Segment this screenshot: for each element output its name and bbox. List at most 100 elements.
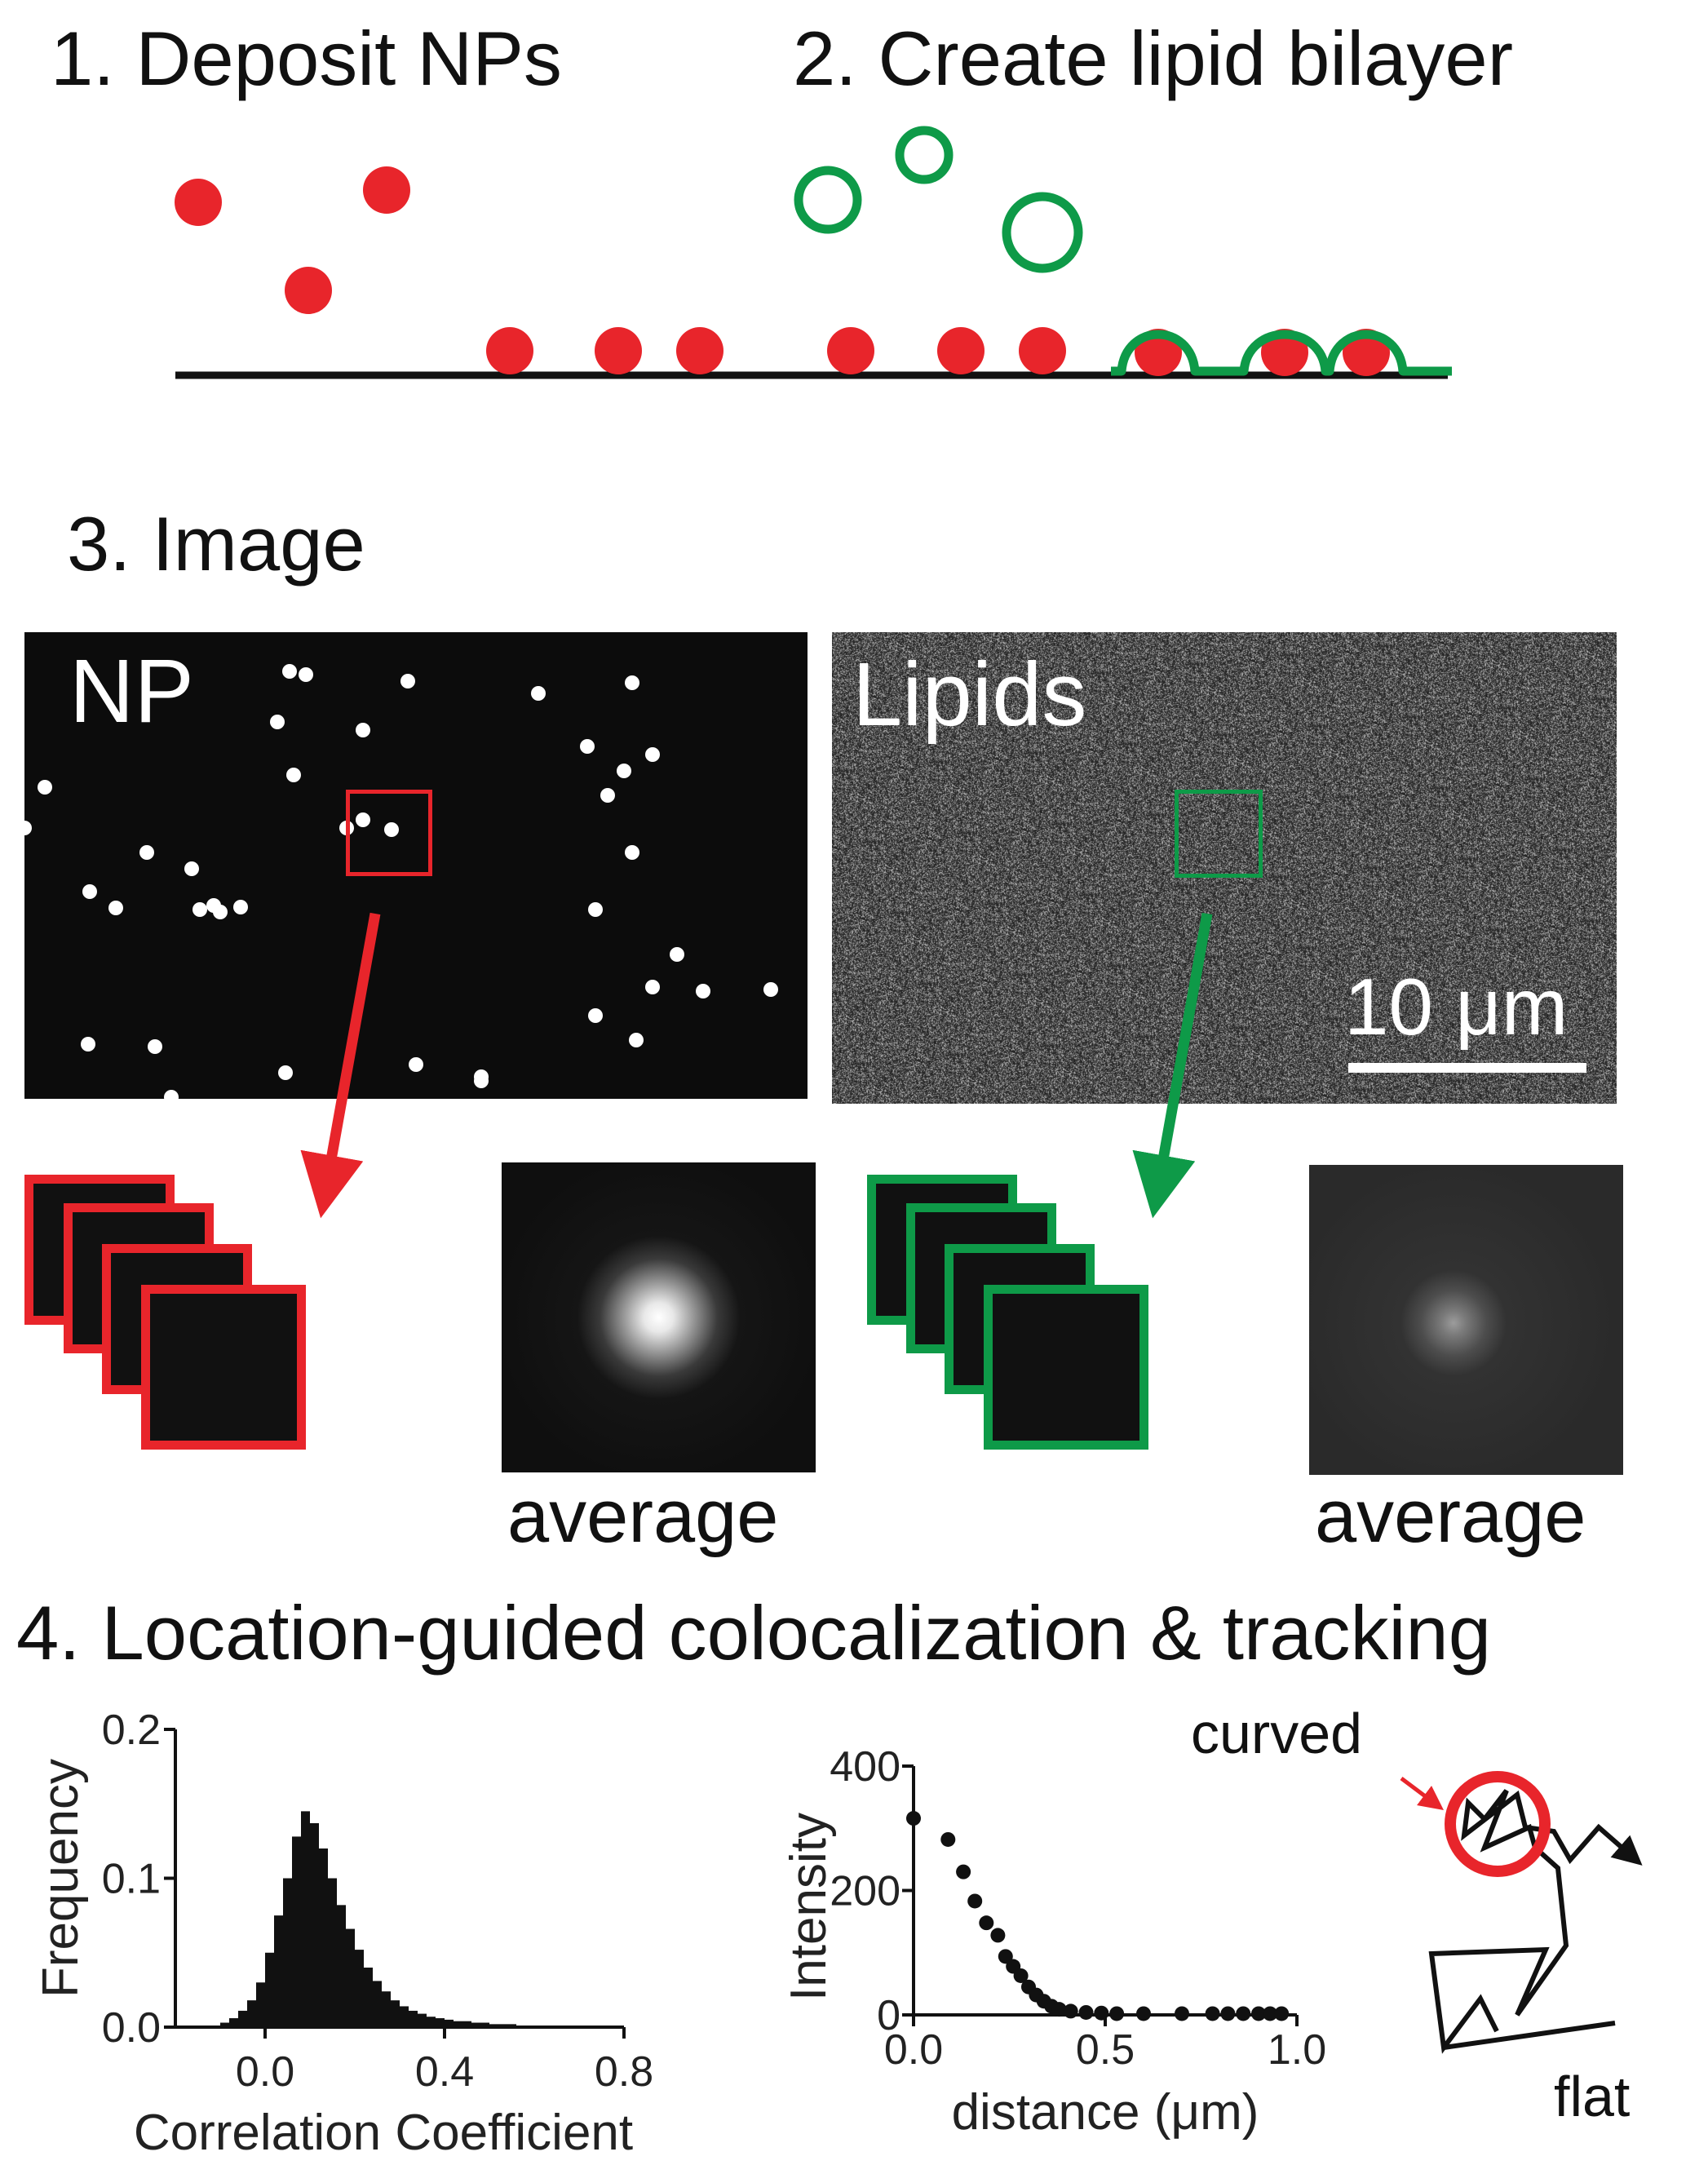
np-spot — [409, 1057, 423, 1072]
intensity-y-tick-label: 0 — [877, 1992, 900, 2039]
lipid-image-label: Lipids — [852, 644, 1087, 745]
np-spot — [645, 747, 660, 762]
histogram-bar — [480, 2022, 489, 2027]
np-spot — [286, 768, 301, 782]
np-average-label: average — [507, 1475, 779, 1558]
np-spot — [356, 812, 370, 827]
histogram-x-tick-label: 0.0 — [236, 2048, 294, 2096]
np-spot — [108, 901, 123, 915]
intensity-point — [1063, 2003, 1078, 2019]
deposited-np — [486, 327, 533, 374]
histogram-bar — [355, 1950, 364, 2027]
lipid-average-image — [1309, 1165, 1623, 1475]
intensity-x-tick-label: 1.0 — [1268, 2026, 1326, 2074]
deposited-np — [937, 327, 985, 374]
lipid-vesicle — [1002, 192, 1083, 273]
np-spot — [625, 675, 639, 690]
lipid-selection-box — [1175, 790, 1263, 878]
intensity-point — [940, 1831, 956, 1847]
np-spot — [270, 715, 285, 729]
extraction-arrows — [300, 912, 1213, 1219]
flat-label: flat — [1554, 2065, 1631, 2128]
curved-region-marker — [1445, 1771, 1551, 1877]
np-selection-box — [346, 790, 432, 876]
np-spot — [82, 884, 97, 899]
histogram-bar — [418, 2013, 427, 2027]
histogram-bar — [391, 2000, 400, 2027]
np-spot — [696, 984, 710, 998]
np-image-panel: NP — [24, 632, 808, 1099]
intensity-y-tick-label: 400 — [830, 1743, 900, 1791]
step4-title: 4. Location-guided colocalization & trac… — [16, 1590, 1491, 1676]
deposited-np — [1019, 327, 1066, 374]
intensity-point — [956, 1864, 971, 1879]
histogram-bar — [346, 1928, 355, 2027]
histogram-bar — [283, 1878, 292, 2027]
lipid-image-panel: Lipids 10 μm — [832, 632, 1617, 1104]
np-spot — [192, 902, 207, 917]
intensity-point — [1263, 2006, 1278, 2021]
np-spot — [645, 980, 660, 994]
histogram-bar — [454, 2021, 462, 2027]
intensity-point — [1078, 2004, 1094, 2020]
intensity-point — [1051, 2002, 1067, 2017]
np-spot — [763, 982, 778, 997]
step3-title: 3. Image — [67, 501, 365, 587]
intensity-x-tick-label: 0.0 — [884, 2026, 943, 2074]
intensity-point — [1175, 2006, 1189, 2021]
intensity-y-tick-label: 200 — [830, 1868, 900, 1915]
green-extraction-arrow — [1132, 912, 1213, 1219]
histogram-y-tick-label: 0.0 — [102, 2004, 161, 2052]
histogram-bar — [373, 1981, 382, 2027]
lipid-vesicle — [794, 166, 862, 234]
np-spot — [629, 1033, 644, 1047]
intensity-point — [1094, 2005, 1109, 2021]
np-spot — [184, 861, 199, 876]
np-spot — [24, 821, 32, 835]
histogram-bar — [274, 1915, 283, 2027]
histogram-bar — [427, 2017, 436, 2027]
intensity-y-label: Intensity — [781, 1813, 837, 2001]
np-spot — [531, 686, 546, 701]
np-spot — [474, 1074, 489, 1088]
histogram-x-tick-label: 0.8 — [595, 2048, 653, 2096]
intensity-point — [990, 1928, 1006, 1943]
scale-bar — [1348, 1063, 1586, 1073]
histogram-y-label: Frequency — [33, 1759, 89, 1998]
falling-np — [363, 166, 410, 214]
histogram-bar — [238, 2010, 247, 2027]
np-spot — [282, 664, 297, 679]
step1-title: 1. Deposit NPs — [51, 15, 562, 101]
lipid-vesicle — [895, 126, 954, 184]
np-crop — [141, 1285, 306, 1450]
histogram-bar — [301, 1811, 310, 2027]
intensity-point — [967, 1893, 983, 1909]
intensity-point — [1251, 2006, 1266, 2021]
histogram-bar — [247, 2000, 256, 2027]
histogram-bar — [462, 2021, 471, 2027]
np-spot — [278, 1065, 293, 1080]
intensity-point — [906, 1811, 921, 1826]
np-spot — [139, 845, 154, 860]
histogram-x-tick-label: 0.4 — [415, 2048, 474, 2096]
histogram-bar — [364, 1968, 373, 2027]
intensity-point — [1136, 2006, 1151, 2021]
intensity-point — [998, 1949, 1013, 1964]
np-spot — [588, 1008, 603, 1023]
histogram-bar — [436, 2018, 445, 2027]
histogram-bar — [445, 2019, 454, 2027]
intensity-point — [979, 1915, 994, 1931]
np-image-label: NP — [69, 641, 194, 742]
np-spot — [81, 1037, 95, 1052]
lipid-bilayer — [1111, 330, 1452, 376]
np-spot — [588, 902, 603, 917]
np-spot — [299, 667, 313, 682]
histogram-bar — [319, 1848, 328, 2027]
histogram-bar — [256, 1982, 265, 2027]
np-spot — [164, 1090, 179, 1099]
np-spot — [38, 780, 52, 795]
step2-title: 2. Create lipid bilayer — [793, 15, 1513, 101]
histogram-bar — [220, 2022, 229, 2027]
deposited-np — [676, 327, 723, 374]
